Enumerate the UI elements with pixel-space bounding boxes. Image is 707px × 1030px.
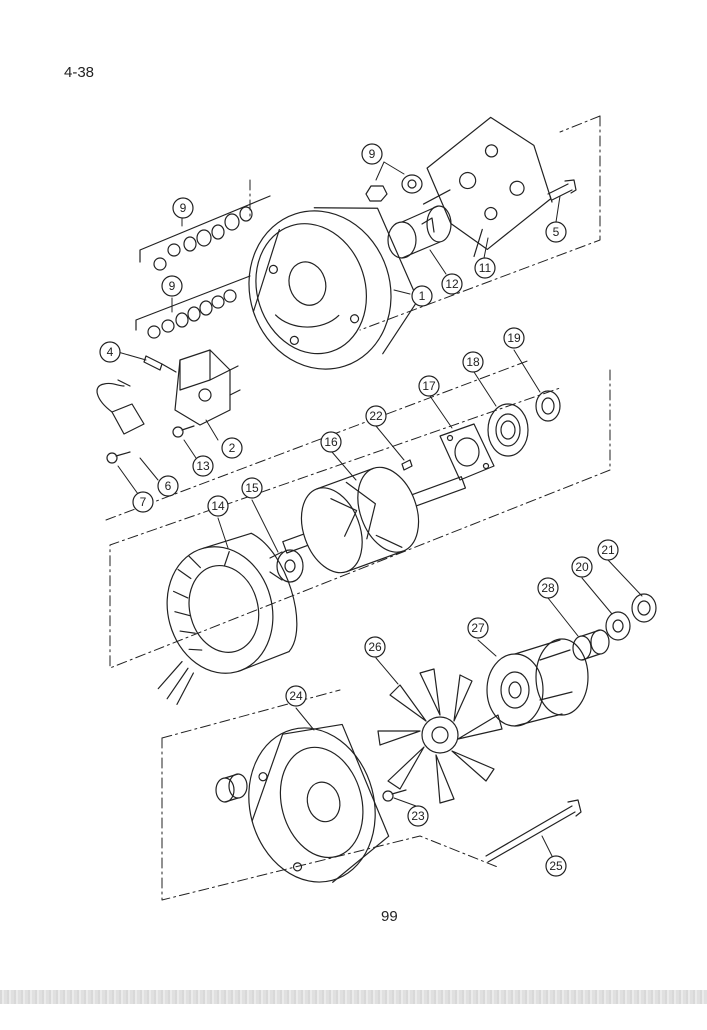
washer-row-lower bbox=[135, 275, 251, 339]
callout-16-label: 16 bbox=[324, 435, 338, 449]
callout-27: 27 bbox=[467, 617, 489, 639]
callout-15-label: 15 bbox=[245, 481, 259, 495]
bearing-18-part bbox=[487, 403, 529, 457]
page-code: 4-38 bbox=[64, 64, 95, 81]
screw-13-part bbox=[172, 425, 195, 438]
leader-lines bbox=[117, 161, 643, 857]
callout-24-label: 24 bbox=[289, 689, 303, 703]
bushing-part bbox=[215, 773, 248, 803]
callout-12-label: 12 bbox=[445, 277, 459, 291]
page-number: 99 bbox=[381, 908, 398, 925]
callout-22: 22 bbox=[365, 405, 387, 427]
callout-9c-label: 9 bbox=[169, 279, 176, 293]
callout-23-label: 23 bbox=[411, 809, 425, 823]
through-bolt-part bbox=[485, 799, 582, 863]
callout-17-label: 17 bbox=[422, 379, 436, 393]
callout-9c: 9 bbox=[161, 275, 183, 297]
callout-2-label: 2 bbox=[229, 441, 236, 455]
group-frame-upper bbox=[249, 115, 601, 331]
callout-17: 17 bbox=[418, 375, 440, 397]
callout-27-label: 27 bbox=[471, 621, 485, 635]
spacer-part bbox=[572, 629, 610, 661]
front-housing-part bbox=[248, 207, 419, 370]
brush-pin-part bbox=[143, 355, 177, 373]
callout-26-label: 26 bbox=[368, 640, 382, 654]
callout-13: 13 bbox=[192, 455, 214, 477]
stator-part bbox=[157, 532, 298, 705]
callout-19-label: 19 bbox=[507, 331, 521, 345]
callout-group: 9 5 11 12 1 9 9 4 2 13 6 7 14 15 16 22 1… bbox=[99, 143, 619, 877]
rear-housing-part bbox=[248, 723, 390, 883]
group-frame-lower bbox=[161, 689, 501, 901]
callout-25-label: 25 bbox=[549, 859, 563, 873]
bearing-15-part bbox=[269, 549, 304, 583]
washer-20-part bbox=[605, 611, 631, 641]
callout-9a-label: 9 bbox=[369, 147, 376, 161]
screw-23-part bbox=[382, 789, 407, 802]
callout-22-label: 22 bbox=[369, 409, 383, 423]
key-part bbox=[401, 459, 413, 471]
callout-14: 14 bbox=[207, 495, 229, 517]
callout-5-label: 5 bbox=[553, 225, 560, 239]
callout-7: 7 bbox=[132, 491, 154, 513]
rotor-part bbox=[282, 466, 467, 574]
callout-9b-label: 9 bbox=[180, 201, 187, 215]
retainer-plate-part bbox=[439, 423, 495, 481]
callout-6: 6 bbox=[157, 475, 179, 497]
screw-part bbox=[547, 179, 577, 203]
callout-20-label: 20 bbox=[575, 560, 589, 574]
callout-18: 18 bbox=[462, 351, 484, 373]
callout-19: 19 bbox=[503, 327, 525, 349]
callout-20: 20 bbox=[571, 556, 593, 578]
callout-23: 23 bbox=[407, 805, 429, 827]
wire-connector-part bbox=[96, 379, 145, 435]
callout-21-label: 21 bbox=[601, 543, 615, 557]
callout-7-label: 7 bbox=[140, 495, 147, 509]
pulley-part bbox=[486, 638, 589, 727]
small-screw-part bbox=[106, 451, 131, 464]
callout-4-label: 4 bbox=[107, 345, 114, 359]
sleeve-part bbox=[387, 205, 452, 259]
callout-6-label: 6 bbox=[165, 479, 172, 493]
callout-9a: 9 bbox=[361, 143, 383, 165]
washer-row-upper bbox=[139, 195, 271, 271]
callout-1: 1 bbox=[411, 285, 433, 307]
callout-11-label: 11 bbox=[479, 261, 492, 275]
brush-holder-part bbox=[174, 349, 241, 426]
callout-18-label: 18 bbox=[466, 355, 480, 369]
group-frame-middle bbox=[105, 359, 611, 669]
callout-1-label: 1 bbox=[419, 289, 426, 303]
callout-28: 28 bbox=[537, 577, 559, 599]
callout-4: 4 bbox=[99, 341, 121, 363]
fan-part bbox=[377, 668, 503, 804]
scan-edge-strip bbox=[0, 990, 707, 1004]
nut-21-part bbox=[631, 593, 657, 623]
callout-2: 2 bbox=[221, 437, 243, 459]
nut-part bbox=[365, 174, 423, 202]
callout-13-label: 13 bbox=[196, 459, 210, 473]
callout-14-label: 14 bbox=[211, 499, 225, 513]
callout-28-label: 28 bbox=[541, 581, 555, 595]
callout-12: 12 bbox=[441, 273, 463, 295]
callout-16: 16 bbox=[320, 431, 342, 453]
callout-15: 15 bbox=[241, 477, 263, 499]
callout-9b: 9 bbox=[172, 197, 194, 219]
callout-21: 21 bbox=[597, 539, 619, 561]
callout-5: 5 bbox=[545, 221, 567, 243]
callout-25: 25 bbox=[545, 855, 567, 877]
callout-11: 11 bbox=[474, 257, 496, 279]
seal-part bbox=[535, 390, 561, 422]
callout-24: 24 bbox=[285, 685, 307, 707]
rectifier-plate-part bbox=[422, 116, 552, 258]
callout-26: 26 bbox=[364, 636, 386, 658]
